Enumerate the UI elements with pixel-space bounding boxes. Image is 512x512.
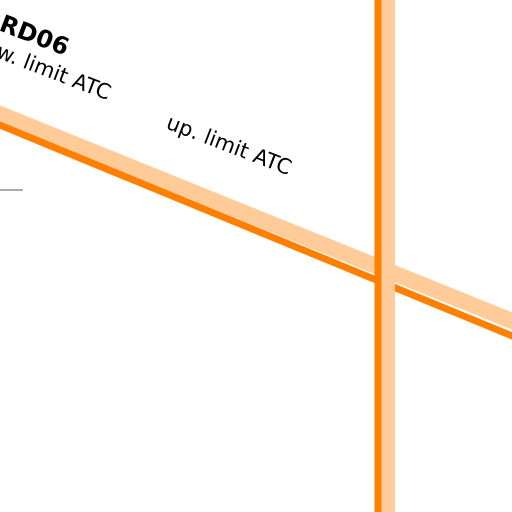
route-casing-diagonal [0,105,512,330]
upper-limit-label: up. limit ATC [163,110,295,180]
route-line-diagonal[interactable] [0,121,512,340]
